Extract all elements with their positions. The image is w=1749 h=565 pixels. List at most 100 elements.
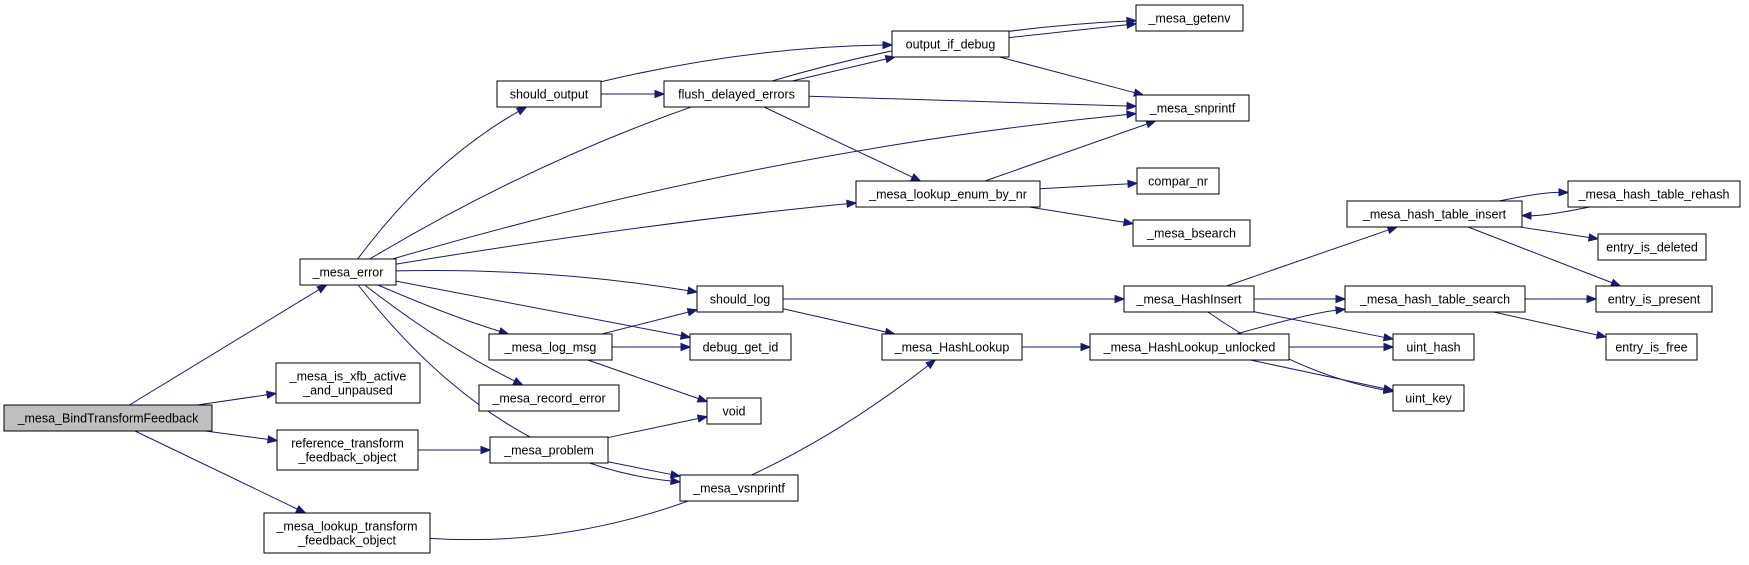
arrowhead-icon	[925, 359, 937, 370]
node-ht-insert[interactable]: _mesa_hash_table_insert	[1346, 200, 1523, 228]
node-entry-is-free[interactable]: entry_is_free	[1605, 333, 1698, 361]
edge-ht-insert-to-ht-rehash	[1498, 188, 1570, 202]
node-record-error[interactable]: _mesa_record_error	[478, 384, 620, 412]
node-entry-is-deleted[interactable]: entry_is_deleted	[1597, 233, 1707, 261]
edge-log-msg-to-should-log	[601, 308, 699, 335]
edge-output-if-debug-to-snprintf	[999, 56, 1145, 97]
node-box	[1595, 285, 1713, 313]
arrowhead-icon	[267, 435, 279, 444]
edge-ref-tfb-to-problem	[417, 445, 492, 455]
edge-line	[601, 311, 689, 335]
edge-line	[129, 289, 320, 406]
node-layer: _mesa_BindTransformFeedback _mesa_error _m…	[3, 4, 1741, 554]
node-ht-search[interactable]: _mesa_hash_table_search	[1344, 285, 1526, 313]
node-should-log[interactable]: should_log	[696, 285, 784, 313]
edge-line	[984, 123, 1148, 182]
node-label: should_log	[710, 293, 771, 307]
edge-line	[587, 359, 699, 400]
edge-hash-insert-to-uint-hash	[1253, 311, 1395, 342]
edge-line	[999, 56, 1135, 94]
node-box	[696, 285, 784, 313]
node-snprintf[interactable]: _mesa_snprintf	[1135, 94, 1250, 122]
edge-flush-delayed-to-output-if-debug	[792, 55, 897, 82]
node-flush-delayed[interactable]: flush_delayed_errors	[663, 80, 810, 108]
arrowhead-icon	[316, 284, 328, 294]
node-should-output[interactable]: should_output	[496, 80, 602, 108]
node-ref-tfb[interactable]: reference_transform_feedback_object	[276, 429, 419, 471]
edge-line	[1235, 309, 1337, 335]
edge-line	[607, 461, 672, 475]
node-label: _mesa_problem	[503, 444, 594, 458]
arrowhead-icon	[696, 414, 709, 423]
node-is-xfb[interactable]: _mesa_is_xfb_active_and_unpaused	[275, 362, 421, 404]
node-getenv[interactable]: _mesa_getenv	[1135, 4, 1244, 32]
node-label: _mesa_snprintf	[1149, 102, 1236, 116]
edge-log-msg-to-void	[587, 359, 709, 403]
arrowhead-icon	[515, 106, 528, 116]
node-box	[1392, 384, 1465, 412]
node-hash-lookup-unlocked[interactable]: _mesa_HashLookup_unlocked	[1089, 333, 1290, 361]
node-uint-hash[interactable]: uint_hash	[1392, 333, 1475, 361]
edge-hash-lookup-unlocked-to-uint-key	[1250, 359, 1395, 393]
arrowhead-icon	[295, 505, 307, 514]
node-bind-tfb[interactable]: _mesa_BindTransformFeedback	[3, 404, 213, 432]
node-label: _mesa_record_error	[491, 392, 605, 406]
node-mesa-error[interactable]: _mesa_error	[299, 258, 397, 286]
node-hash-insert[interactable]: _mesa_HashInsert	[1123, 285, 1255, 313]
edge-hash-lookup-to-hash-lookup-unlocked	[1021, 342, 1092, 352]
node-label: _mesa_is_xfb_active	[289, 370, 407, 384]
node-label: uint_key	[1405, 392, 1452, 406]
edge-line	[197, 394, 268, 406]
edge-should-log-to-hash-lookup	[782, 308, 896, 337]
node-label: debug_get_id	[703, 341, 779, 355]
node-label: reference_transform	[291, 437, 404, 451]
edge-line	[1207, 311, 1385, 391]
node-ht-rehash[interactable]: _mesa_hash_table_rehash	[1567, 180, 1741, 208]
edge-mesa-error-to-vsnprintf	[357, 284, 682, 486]
edge-line	[357, 284, 672, 482]
node-compar-nr[interactable]: compar_nr	[1136, 167, 1220, 195]
node-problem[interactable]: _mesa_problem	[489, 436, 609, 464]
edge-problem-to-void	[607, 414, 709, 439]
node-uint-key[interactable]: uint_key	[1392, 384, 1465, 412]
arrowhead-icon	[686, 308, 699, 317]
node-lookup-tfb[interactable]: _mesa_lookup_transform_feedback_object	[263, 512, 431, 554]
node-label: _mesa_hash_table_rehash	[1578, 188, 1730, 202]
arrowhead-icon	[265, 390, 278, 400]
node-box	[891, 30, 1010, 58]
edge-output-if-debug-to-getenv	[1008, 20, 1138, 39]
node-box	[1135, 4, 1244, 32]
edge-line	[429, 365, 929, 541]
node-box	[1344, 285, 1526, 313]
node-log-msg[interactable]: _mesa_log_msg	[488, 333, 613, 361]
edge-line	[377, 284, 500, 332]
edge-mesa-error-to-should-output	[357, 106, 528, 260]
edge-line	[364, 284, 515, 382]
node-output-if-debug[interactable]: output_if_debug	[891, 30, 1010, 58]
node-label: _mesa_HashLookup	[894, 341, 1010, 355]
node-void[interactable]: void	[706, 397, 762, 425]
edge-line	[369, 20, 1128, 260]
node-box	[1135, 94, 1250, 122]
edge-mesa-error-to-snprintf	[392, 110, 1138, 260]
node-label: _mesa_vsnprintf	[692, 482, 785, 496]
edge-line	[600, 44, 884, 83]
node-debug-get-id[interactable]: debug_get_id	[689, 333, 792, 361]
edge-line	[1253, 311, 1385, 338]
node-vsnprintf[interactable]: _mesa_vsnprintf	[679, 474, 799, 502]
arrowhead-icon	[1126, 101, 1138, 111]
arrowhead-icon	[1126, 110, 1138, 119]
edge-line	[782, 308, 886, 333]
node-lookup-enum[interactable]: _mesa_lookup_enum_by_nr	[855, 180, 1041, 208]
node-bsearch[interactable]: _mesa_bsearch	[1132, 219, 1251, 247]
edge-lookup-enum-to-snprintf	[984, 120, 1157, 182]
node-label: _mesa_bsearch	[1146, 227, 1236, 241]
node-label: _feedback_object	[297, 534, 397, 548]
edge-line	[1493, 311, 1598, 336]
node-box	[489, 436, 609, 464]
node-entry-is-present[interactable]: entry_is_present	[1595, 285, 1713, 313]
node-label: _mesa_hash_table_search	[1359, 293, 1510, 307]
node-hash-lookup[interactable]: _mesa_HashLookup	[881, 333, 1023, 361]
edge-hash-insert-to-ht-insert	[1226, 226, 1399, 287]
